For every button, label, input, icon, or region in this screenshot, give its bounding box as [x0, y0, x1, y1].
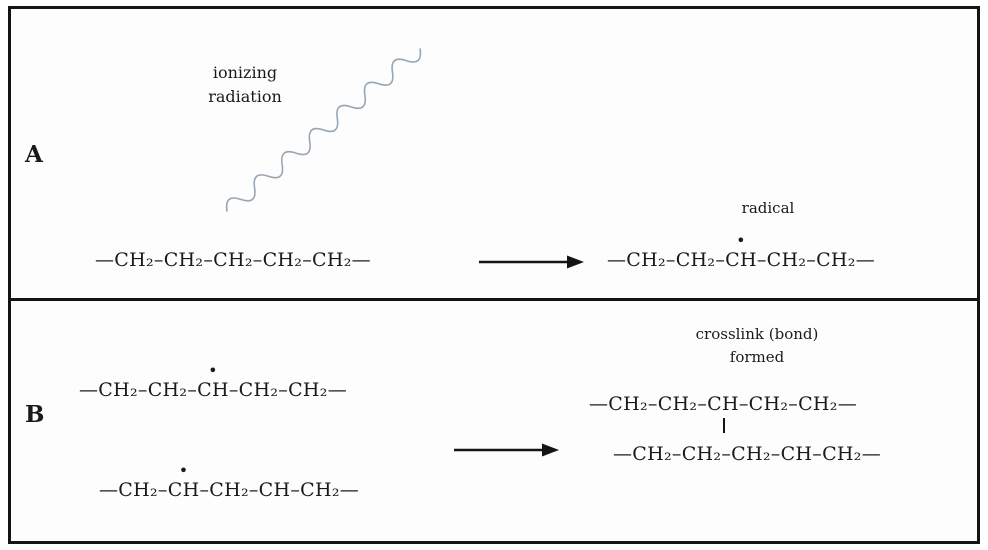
radical-carbon-group: •CH	[197, 363, 229, 402]
radical-label: radical	[741, 199, 795, 217]
crosslink-bond-line	[723, 418, 726, 433]
reactant-chain-text: —CH₂–CH₂–CH₂–CH₂–CH₂—	[95, 249, 371, 271]
reactant2-radical: CH	[167, 479, 200, 501]
radical-dot-icon: •	[208, 361, 218, 380]
product-chain-post: –CH₂–CH₂—	[756, 249, 876, 271]
diagram-frame: A ionizing radiation —CH₂–CH₂–CH₂–CH₂–CH…	[8, 6, 980, 544]
panel-b: B —CH₂–CH₂–•CH–CH₂–CH₂— —CH₂–•CH–CH₂–CH–…	[11, 301, 977, 541]
panel-a: A ionizing radiation —CH₂–CH₂–CH₂–CH₂–CH…	[11, 9, 977, 301]
product-chain-radical: CH	[725, 249, 757, 271]
product-bottom-chain-text: —CH₂–CH₂–CH₂–CH–CH₂—	[613, 443, 882, 465]
crosslink-carbon-group: CH	[707, 393, 739, 433]
radical-carbon-group: •CH	[167, 463, 200, 502]
panel-b-product-bottom-formula: —CH₂–CH₂–CH₂–CH–CH₂—	[613, 443, 881, 465]
panel-b-reactant1-formula: —CH₂–CH₂–•CH–CH₂–CH₂—	[79, 363, 348, 402]
reactant1-radical: CH	[197, 379, 229, 401]
ionizing-radiation-label: ionizing radiation	[208, 63, 282, 106]
reactant1-pre: —CH₂–CH₂–	[79, 379, 198, 401]
radical-dot-icon: •	[736, 231, 746, 250]
panel-a-label: A	[25, 141, 43, 168]
reaction-arrow-a	[479, 255, 584, 269]
reactant2-pre: —CH₂–	[99, 479, 168, 501]
crosslink-label: crosslink (bond) formed	[695, 325, 819, 366]
product-top-post: –CH₂–CH₂—	[738, 393, 858, 415]
panel-a-reactant-formula: —CH₂–CH₂–CH₂–CH₂–CH₂—	[95, 249, 371, 271]
product-chain-pre: —CH₂–CH₂–	[607, 249, 726, 271]
panel-b-product-top-formula: —CH₂–CH₂–CH–CH₂–CH₂—	[589, 393, 858, 433]
product-top-bonded: CH	[707, 393, 739, 415]
panel-b-reactant2-formula: —CH₂–•CH–CH₂–CH–CH₂—	[99, 463, 360, 502]
reactant1-post: –CH₂–CH₂—	[228, 379, 348, 401]
radical-carbon-group: •CH	[725, 233, 757, 272]
radiation-wave-icon	[225, 48, 422, 212]
panel-b-label: B	[25, 401, 45, 428]
reactant2-post: –CH₂–CH–CH₂—	[199, 479, 360, 501]
panel-a-product-formula: —CH₂–CH₂–•CH–CH₂–CH₂—	[607, 233, 876, 272]
radical-dot-icon: •	[178, 461, 189, 480]
reaction-arrow-b	[454, 443, 559, 457]
product-top-pre: —CH₂–CH₂–	[589, 393, 708, 415]
